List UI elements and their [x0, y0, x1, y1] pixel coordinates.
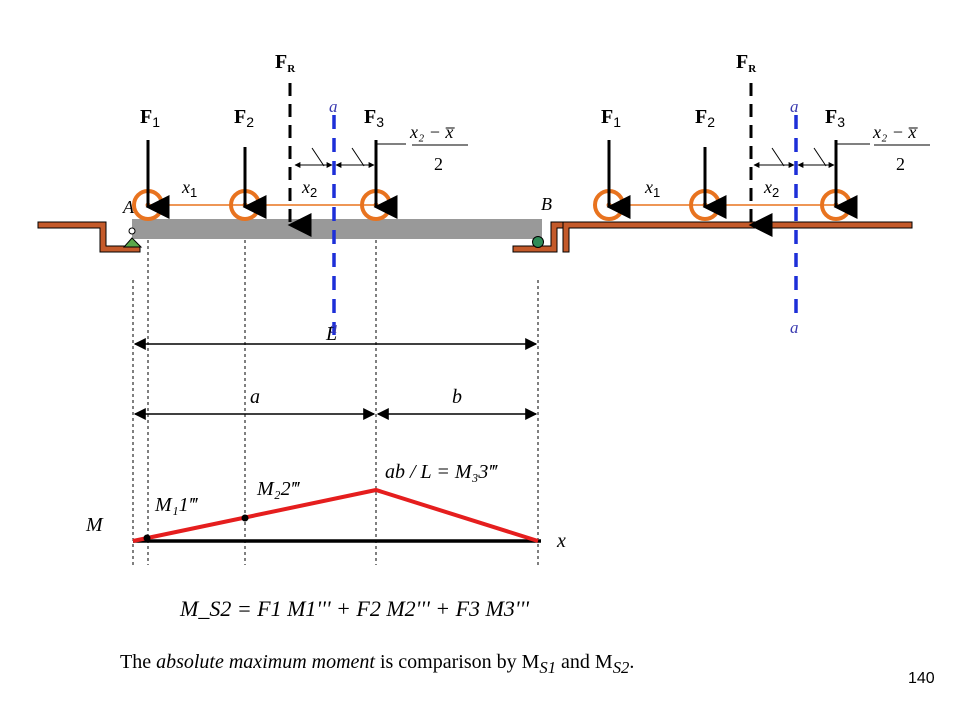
- label-f3-left: F3: [364, 106, 384, 130]
- label-f1-left: F1: [140, 106, 160, 130]
- label-support-b: B: [541, 194, 552, 214]
- pin-top-a: [128, 227, 136, 235]
- label-fr-right: FR: [736, 51, 757, 75]
- half-offset-formula-left: x₂ − x̅ 2: [409, 122, 468, 174]
- moment-point-m1: [143, 534, 151, 542]
- label-x2-left: x2: [301, 177, 317, 200]
- equation-ms2: M_S2 = F1 M1''' + F2 M2''' + F3 M3''': [179, 596, 529, 621]
- label-section-a-top-left: a: [329, 97, 338, 116]
- label-ordinate-m1: M₁1‴: [154, 494, 199, 516]
- label-f3-right: F3: [825, 106, 845, 130]
- label-section-a-top-right: a: [790, 97, 799, 116]
- label-ordinate-peak: ab / L = M₃3‴: [385, 461, 498, 483]
- page-number: 140: [908, 670, 935, 687]
- label-section-a-bottom-right: a: [790, 318, 799, 337]
- label-fr-left: FR: [275, 51, 296, 75]
- label-ordinate-m2: M₂2‴: [256, 478, 301, 500]
- moment-influence-line: [132, 487, 539, 543]
- svg-text:x₂ − x̅: x₂ − x̅: [409, 122, 455, 142]
- half-offset-formula-right: x₂ − x̅ 2: [872, 122, 930, 174]
- roller-support-b: [532, 236, 544, 248]
- beam: [132, 219, 542, 239]
- label-x1-left: x1: [181, 177, 197, 200]
- label-support-a: A: [122, 197, 135, 217]
- label-span-l: L: [325, 323, 337, 345]
- right-rail: [562, 221, 913, 253]
- label-dimension-a: a: [250, 386, 260, 408]
- moment-point-m2: [241, 514, 249, 522]
- label-section-a-bottom-left: a: [329, 318, 338, 337]
- label-axis-x: x: [556, 530, 566, 552]
- svg-text:2: 2: [896, 154, 905, 174]
- label-dimension-b: b: [452, 386, 462, 408]
- label-axis-m: M: [85, 514, 104, 536]
- label-f2-left: F2: [234, 106, 254, 130]
- half-offset-arrows-right: [753, 143, 870, 168]
- label-x1-right: x1: [644, 177, 660, 200]
- label-f2-right: F2: [695, 106, 715, 130]
- pin-support-a: [122, 237, 143, 248]
- label-f1-right: F1: [601, 106, 621, 130]
- caption: The absolute maximum moment is compariso…: [120, 651, 635, 677]
- half-offset-arrows-left: [294, 143, 406, 168]
- svg-text:2: 2: [434, 154, 443, 174]
- svg-text:x₂ − x̅: x₂ − x̅: [872, 122, 918, 142]
- label-x2-right: x2: [763, 177, 779, 200]
- dashed-guides: [132, 240, 539, 565]
